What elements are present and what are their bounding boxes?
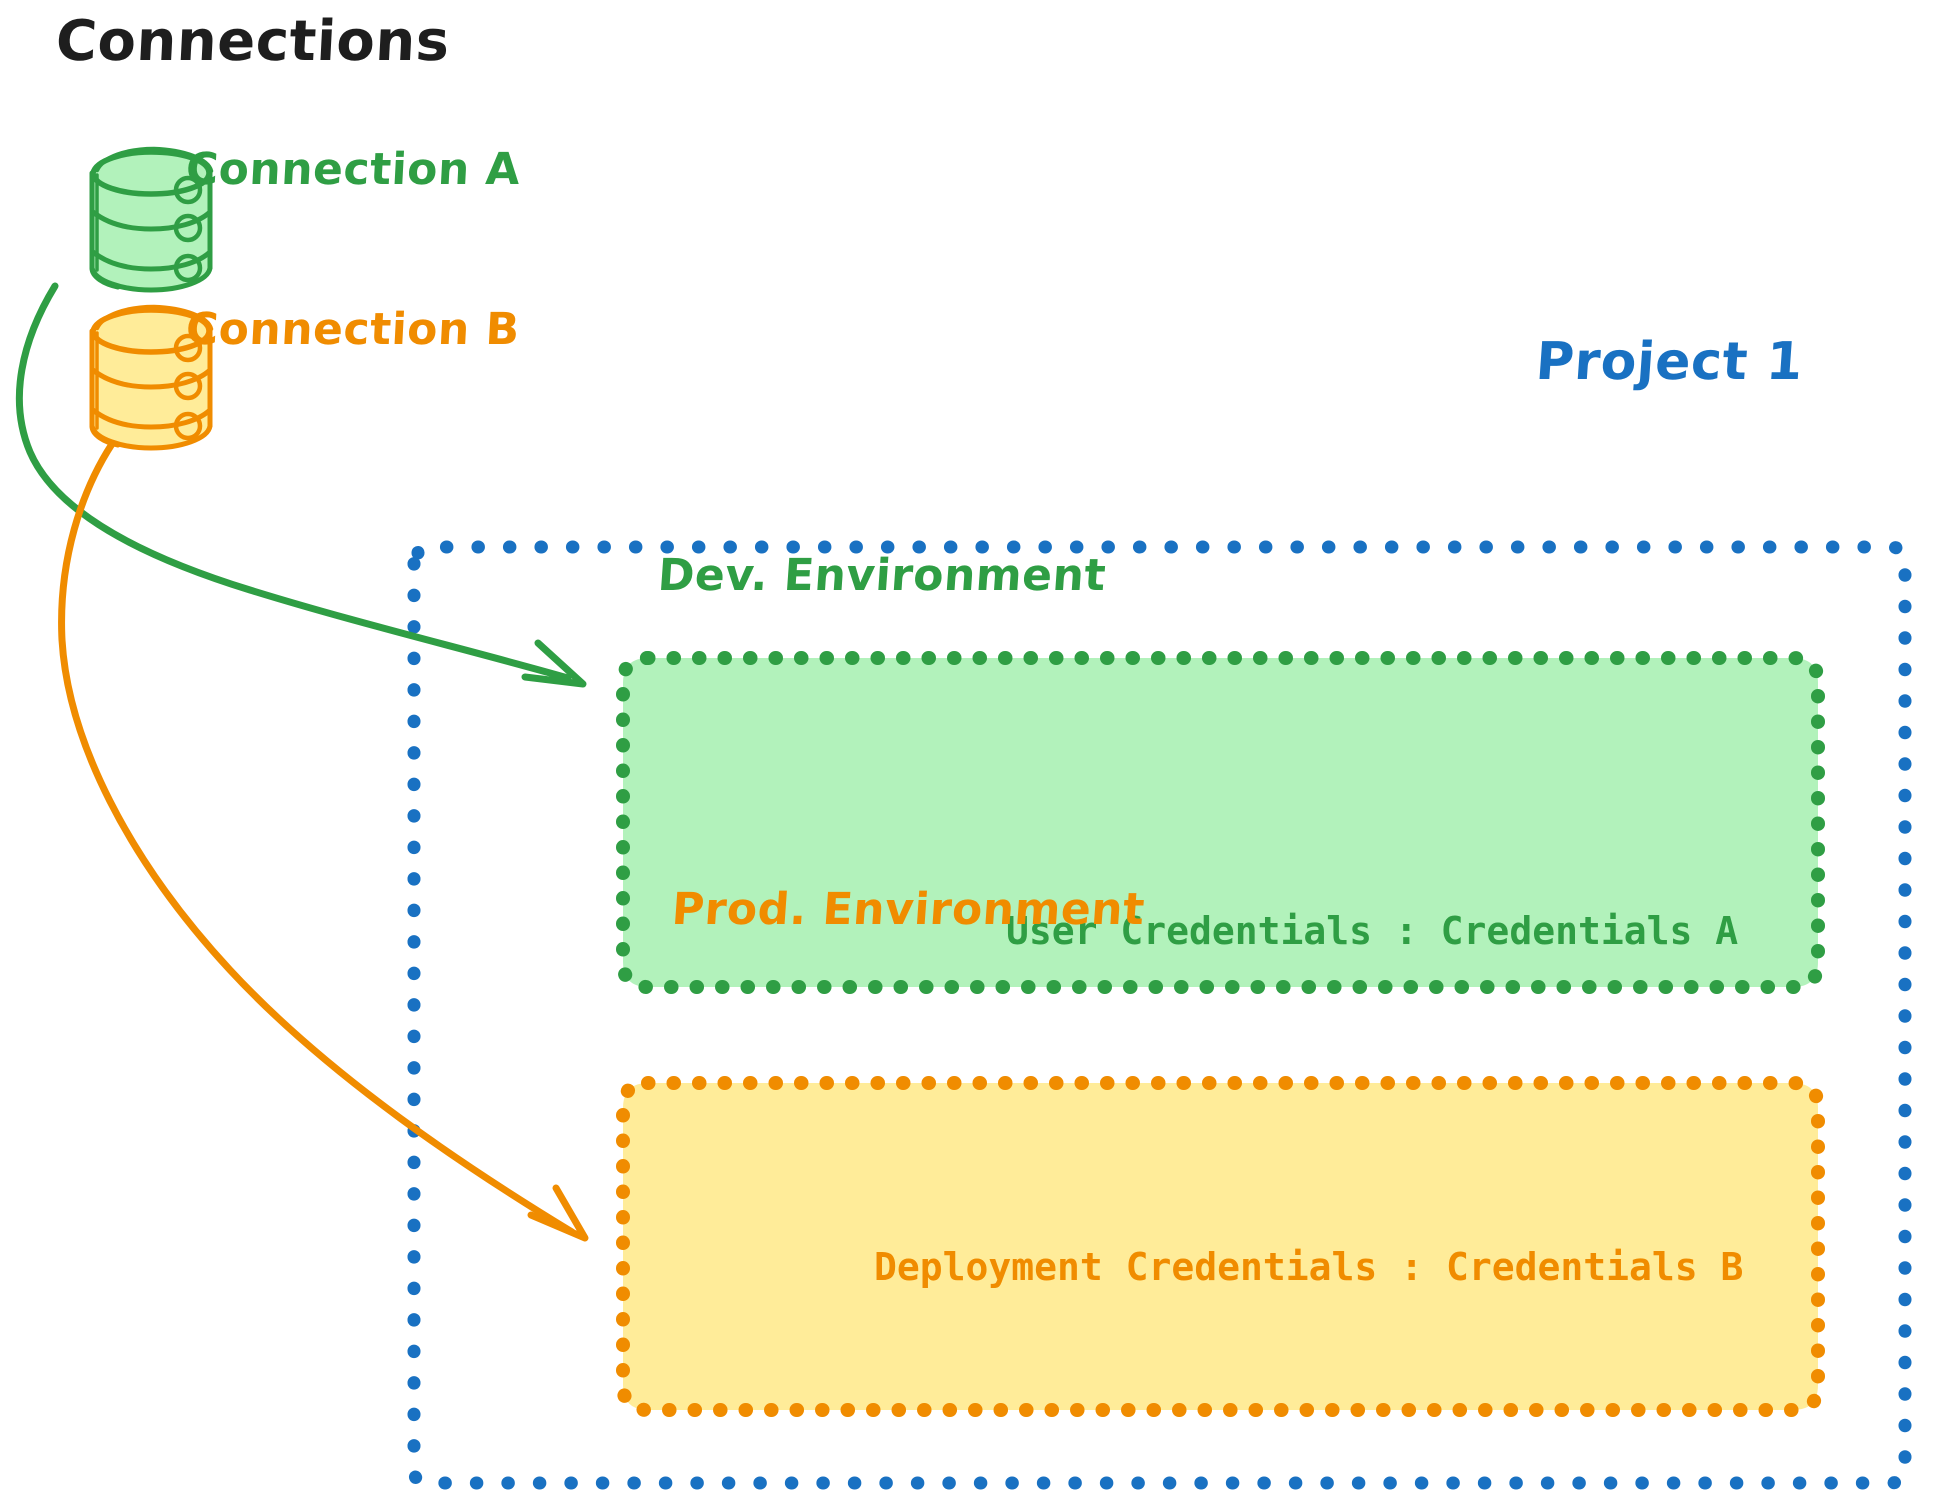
arrow-a-head: [521, 639, 587, 688]
dev-environment-title: Dev. Environment: [656, 550, 1108, 601]
connection-b-label[interactable]: Connection B: [184, 304, 521, 355]
dev-environment-box[interactable]: [616, 651, 1825, 994]
prod-environment-credentials: Deployment Credentials : Credentials B: [874, 1245, 1744, 1289]
arrow-b-shaft: [58, 440, 576, 1236]
arrow-connection-b-to-prod: [58, 440, 589, 1242]
cylinder-a-led-1: [173, 175, 203, 205]
prod-environment-border: [616, 1076, 1825, 1417]
connection-a-label[interactable]: Connection A: [184, 144, 522, 195]
arrow-b-head: [527, 1184, 589, 1242]
dev-environment-credentials: User Credentials : Credentials A: [1006, 909, 1739, 953]
project-1-border: [407, 540, 1912, 1490]
prod-environment-title: Prod. Environment: [670, 884, 1147, 935]
project-1-container[interactable]: [407, 540, 1912, 1490]
cylinder-b-led-2: [173, 371, 203, 401]
dev-environment-fill: [623, 658, 1818, 987]
arrow-connection-a-to-dev: [15, 282, 587, 688]
cylinder-b-top-sketch: [94, 304, 214, 332]
cylinder-a-bottom: [89, 265, 213, 293]
cylinder-a-top-sketch: [94, 146, 214, 174]
arrow-a-shaft: [15, 282, 572, 682]
cylinder-a-led-3: [173, 253, 203, 283]
project-title: Project 1: [1533, 332, 1806, 392]
cylinder-b-fill: [92, 308, 210, 448]
prod-environment-fill: [623, 1083, 1818, 1410]
database-cylinder-icon-connection-b[interactable]: [89, 304, 214, 451]
cylinder-b-led-3: [173, 411, 203, 441]
cylinder-a-fill: [92, 150, 210, 290]
cylinder-a-led-2: [173, 213, 203, 243]
dev-environment-border: [616, 651, 1825, 994]
prod-environment-box[interactable]: [616, 1076, 1825, 1417]
cylinder-b-led-1: [173, 333, 203, 363]
cylinder-b-bottom: [89, 423, 213, 451]
page-title: Connections: [54, 9, 452, 74]
database-cylinder-icon-connection-a[interactable]: [89, 146, 214, 293]
